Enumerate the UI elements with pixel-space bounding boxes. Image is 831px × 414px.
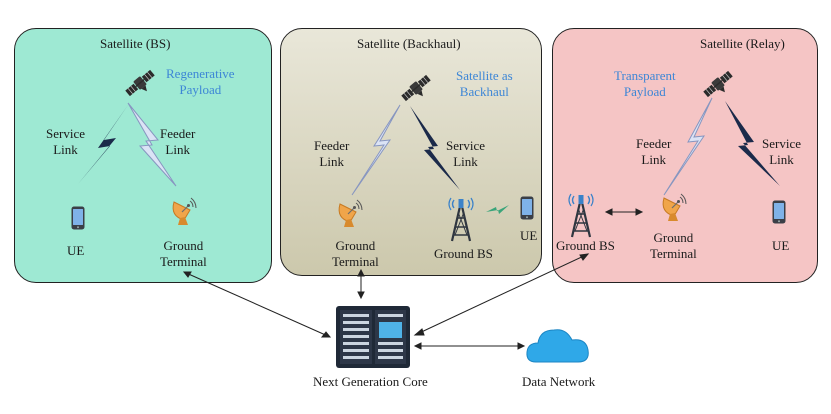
panel-title: Satellite (Backhaul) (357, 36, 461, 51)
ue-label: UE (67, 243, 85, 258)
satellite-dish-icon (662, 193, 687, 222)
feeder-link-bolt (663, 97, 713, 196)
connection-arrow (183, 271, 331, 338)
panel-satellite-relay (552, 28, 818, 283)
panel-title: Satellite (Relay) (700, 36, 785, 51)
connection-arrow (414, 253, 589, 336)
ground-terminal-label: Ground Terminal (160, 238, 207, 269)
ue-label: UE (520, 228, 538, 243)
service-link-label: Service Link (446, 138, 485, 169)
data-network-label: Data Network (522, 374, 596, 389)
server-rack-icon (336, 306, 410, 368)
smartphone-icon (71, 206, 85, 230)
panel-satellite-backhaul (280, 28, 542, 276)
satellite-dish-icon (172, 197, 197, 226)
payload-label: Transparent Payload (614, 68, 676, 99)
smartphone-icon (520, 196, 534, 220)
ground-bs-label: Ground BS (434, 246, 493, 261)
service-link-bolt (410, 106, 460, 190)
panel-satellite-bs (14, 28, 272, 283)
satellite-icon (123, 67, 158, 101)
feeder-link-bolt (351, 104, 401, 196)
panel-title: Satellite (BS) (100, 36, 171, 51)
payload-label: Regenerative Payload (166, 66, 235, 97)
core-label: Next Generation Core (313, 374, 428, 389)
service-link-label: Service Link (46, 126, 85, 157)
feeder-link-label: Feeder Link (314, 138, 350, 169)
cell-tower-icon (447, 196, 475, 242)
satellite-dish-icon (338, 199, 363, 228)
feeder-link-label: Feeder Link (636, 136, 672, 167)
service-link-label: Service Link (762, 136, 801, 167)
ground-terminal-label: Ground Terminal (650, 230, 697, 261)
wireless-link-bolt (486, 205, 509, 214)
satellite-icon (701, 68, 736, 102)
service-link-bolt (725, 101, 780, 186)
ue-label: UE (772, 238, 790, 253)
cloud-icon (526, 329, 589, 363)
cell-tower-icon (567, 192, 595, 238)
feeder-link-label: Feeder Link (160, 126, 196, 157)
ground-bs-label: Ground BS (556, 238, 615, 253)
payload-label: Satellite as Backhaul (456, 68, 513, 99)
smartphone-icon (772, 200, 786, 224)
feeder-link-bolt (127, 102, 177, 187)
service-link-bolt (78, 105, 128, 184)
satellite-icon (399, 72, 434, 106)
ground-terminal-label: Ground Terminal (332, 238, 379, 269)
